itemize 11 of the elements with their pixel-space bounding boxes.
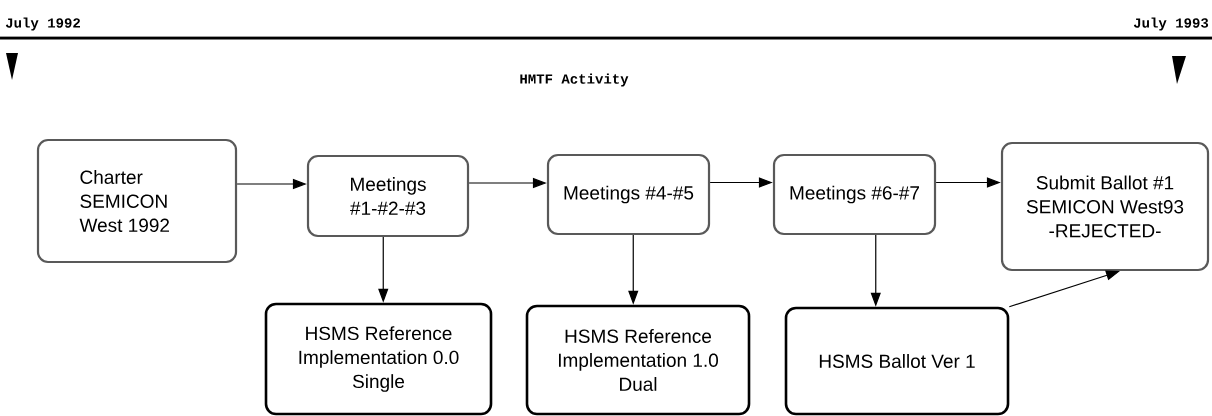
process-box: Submit Ballot #1 SEMICON West93 -REJECTED- <box>1000 141 1210 272</box>
date-label: July 1992 <box>5 17 80 31</box>
process-box: Meetings #6-#7 <box>772 153 937 236</box>
date-label: July 1993 <box>1133 17 1209 31</box>
process-box: HSMS Reference Implementation 0.0 Single <box>264 302 493 416</box>
process-box: Charter SEMICON West 1992 <box>36 138 238 264</box>
process-box: HSMS Ballot Ver 1 <box>784 306 1010 416</box>
title: HMTF Activity <box>520 73 629 87</box>
process-box: Meetings #1-#2-#3 <box>306 154 470 238</box>
process-box: Meetings #4-#5 <box>546 153 711 236</box>
process-box: HSMS Reference Implementation 1.0 Dual <box>525 304 751 416</box>
